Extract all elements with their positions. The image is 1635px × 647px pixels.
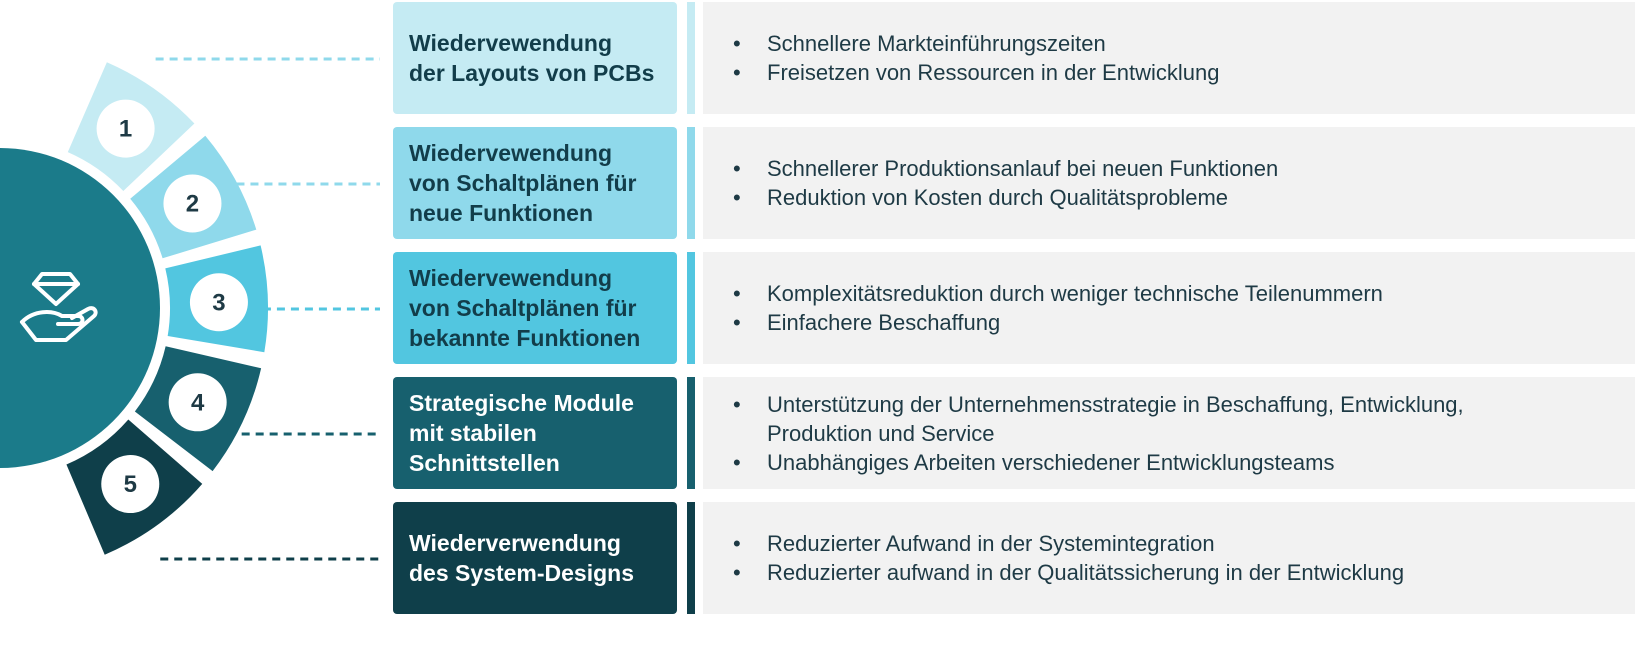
step-row-2: Wiedervewendung von Schaltplänen für neu… bbox=[393, 127, 1635, 239]
step-description: Schnellere MarkteinführungszeitenFreiset… bbox=[703, 2, 1635, 114]
bullet-item: Einfachere Beschaffung bbox=[733, 308, 1383, 337]
step-title-box: Wiedervewendung der Layouts von PCBs bbox=[393, 2, 677, 114]
step-row-3: Wiedervewendung von Schaltplänen für bek… bbox=[393, 252, 1635, 364]
step-title: Wiedervewendung von Schaltplänen für neu… bbox=[409, 140, 637, 226]
step-number-3: 3 bbox=[212, 289, 225, 316]
step-description: Reduzierter Aufwand in der Systemintegra… bbox=[703, 502, 1635, 614]
bullet-item: Komplexitätsreduktion durch weniger tech… bbox=[733, 279, 1383, 308]
step-number-5: 5 bbox=[124, 471, 137, 498]
step-number-1: 1 bbox=[119, 116, 132, 143]
bullet-item: Reduktion von Kosten durch Qualitätsprob… bbox=[733, 183, 1278, 212]
step-badge-5 bbox=[101, 455, 160, 514]
bullet-item: Reduzierter aufwand in der Qualitätssich… bbox=[733, 558, 1404, 587]
diamond-in-hand-icon bbox=[20, 272, 98, 342]
step-stripe bbox=[687, 252, 695, 364]
step-number-4: 4 bbox=[191, 389, 205, 416]
bullet-list: Reduzierter Aufwand in der Systemintegra… bbox=[733, 529, 1404, 587]
step-badge-2 bbox=[163, 174, 222, 233]
step-description: Unterstützung der Unternehmensstrategie … bbox=[703, 377, 1635, 489]
bullet-item: Schnellere Markteinführungszeiten bbox=[733, 29, 1219, 58]
step-row-5: Wiederverwendung des System-DesignsReduz… bbox=[393, 502, 1635, 614]
step-badge-3 bbox=[189, 273, 248, 332]
step-description: Komplexitätsreduktion durch weniger tech… bbox=[703, 252, 1635, 364]
step-title: Strategische Module mit stabilen Schnitt… bbox=[409, 390, 634, 476]
wheel-connectors bbox=[155, 57, 380, 561]
step-number-2: 2 bbox=[186, 191, 199, 218]
step-stripe bbox=[687, 502, 695, 614]
bullet-item: Schnellerer Produktionsanlauf bei neuen … bbox=[733, 154, 1278, 183]
bullet-list: Komplexitätsreduktion durch weniger tech… bbox=[733, 279, 1383, 337]
bullet-item: Unterstützung der Unternehmensstrategie … bbox=[733, 390, 1464, 448]
center-circle bbox=[0, 148, 160, 468]
bullet-item: Unabhängiges Arbeiten verschiedener Entw… bbox=[733, 448, 1464, 477]
step-stripe bbox=[687, 2, 695, 114]
step-stripe bbox=[687, 127, 695, 239]
step-badge-4 bbox=[168, 373, 227, 432]
bullet-list: Schnellere MarkteinführungszeitenFreiset… bbox=[733, 29, 1219, 87]
step-badge-1 bbox=[96, 99, 155, 158]
bullet-list: Schnellerer Produktionsanlauf bei neuen … bbox=[733, 154, 1278, 212]
step-row-1: Wiedervewendung der Layouts von PCBs Schn… bbox=[393, 2, 1635, 114]
step-title: Wiedervewendung von Schaltplänen für bek… bbox=[409, 265, 641, 351]
step-title-box: Wiedervewendung von Schaltplänen für bek… bbox=[393, 252, 677, 364]
cycle-wheel: 1 2 3 4 5 bbox=[0, 57, 380, 561]
bullet-list: Unterstützung der Unternehmensstrategie … bbox=[733, 390, 1464, 477]
wheel-badges: 1 2 3 4 5 bbox=[96, 99, 248, 514]
step-title-box: Wiederverwendung des System-Designs bbox=[393, 502, 677, 614]
bullet-item: Reduzierter Aufwand in der Systemintegra… bbox=[733, 529, 1404, 558]
step-stripe bbox=[687, 377, 695, 489]
step-description: Schnellerer Produktionsanlauf bei neuen … bbox=[703, 127, 1635, 239]
bullet-item: Freisetzen von Ressourcen in der Entwick… bbox=[733, 58, 1219, 87]
step-row-4: Strategische Module mit stabilen Schnitt… bbox=[393, 377, 1635, 489]
step-title-box: Strategische Module mit stabilen Schnitt… bbox=[393, 377, 677, 489]
step-title: Wiedervewendung der Layouts von PCBs bbox=[409, 30, 655, 86]
step-title: Wiederverwendung des System-Designs bbox=[409, 530, 634, 586]
step-title-box: Wiedervewendung von Schaltplänen für neu… bbox=[393, 127, 677, 239]
